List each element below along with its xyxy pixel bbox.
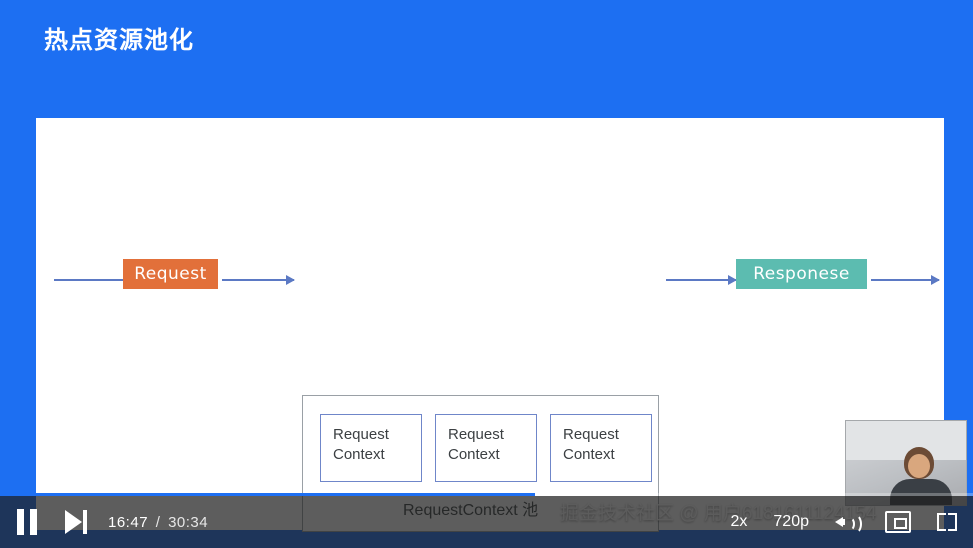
pause-icon[interactable]: [0, 496, 54, 548]
request-context-pool: Request Context Request Context Request …: [302, 395, 659, 532]
quality-button[interactable]: 720p: [773, 513, 809, 530]
context-box-line1: Request: [333, 426, 389, 443]
request-tag: Request: [123, 259, 218, 289]
slide-canvas: Request Responese Request Context Reques…: [36, 118, 944, 532]
next-episode-icon[interactable]: [54, 496, 98, 548]
response-tag: Responese: [736, 259, 867, 289]
context-box: Request Context: [550, 414, 652, 482]
picture-in-picture-icon[interactable]: [885, 511, 911, 533]
controls-right-group: 2x 720p: [730, 511, 957, 534]
volume-icon[interactable]: [835, 512, 862, 534]
context-box-line2: Context: [563, 446, 615, 463]
time-display: 16:47 / 30:34: [108, 514, 208, 531]
current-time: 16:47: [108, 513, 149, 531]
webcam-overlay[interactable]: [845, 420, 967, 506]
arrow-into-response: [666, 275, 737, 285]
playback-speed-button[interactable]: 2x: [730, 513, 748, 530]
progress-bar-fill: [0, 493, 536, 496]
context-box-line2: Context: [448, 446, 500, 463]
total-time: 30:34: [168, 513, 209, 531]
slide-title: 热点资源池化: [44, 27, 194, 54]
time-separator: /: [155, 513, 161, 531]
webcam-person-face: [908, 454, 930, 478]
player-controls[interactable]: 16:47 / 30:34 2x 720p: [0, 496, 973, 548]
arrow-out-of-response: [871, 275, 940, 285]
context-box-line1: Request: [448, 426, 504, 443]
progress-bar-track[interactable]: [0, 493, 973, 496]
context-box: Request Context: [435, 414, 537, 482]
fullscreen-icon[interactable]: [937, 513, 957, 531]
context-box: Request Context: [320, 414, 422, 482]
arrow-out-of-request: [222, 275, 295, 285]
context-box-line1: Request: [563, 426, 619, 443]
context-box-line2: Context: [333, 446, 385, 463]
